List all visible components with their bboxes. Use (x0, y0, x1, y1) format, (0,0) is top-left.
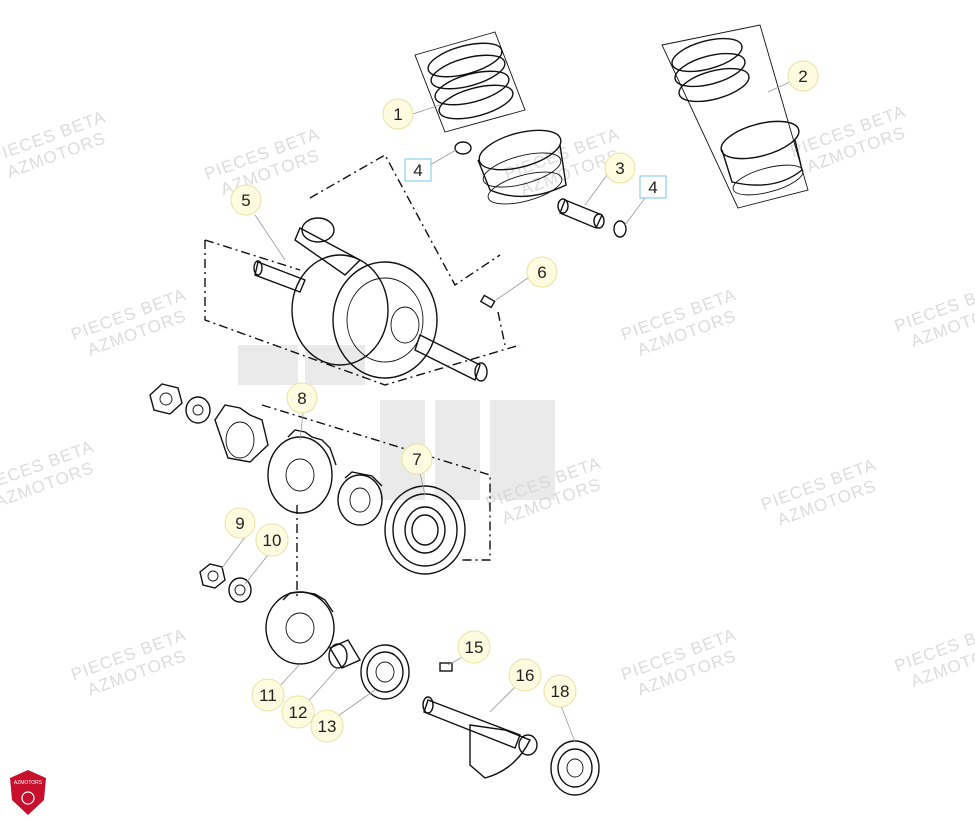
callout-16: 16 (508, 658, 542, 692)
callout-15: 15 (457, 630, 491, 664)
callout-4-left: 4 (404, 158, 432, 182)
nut-9 (199, 563, 226, 589)
nut-and-washer (149, 383, 211, 424)
assembly-lines (204, 154, 521, 600)
callout-18: 18 (543, 674, 577, 708)
callout-13: 13 (310, 709, 344, 743)
callout-1: 1 (382, 98, 414, 130)
svg-text:7: 7 (412, 450, 421, 469)
gear-11 (265, 591, 335, 665)
svg-text:13: 13 (318, 717, 337, 736)
bearing-13 (360, 644, 410, 700)
callout-10: 10 (255, 523, 289, 557)
callout-9: 9 (224, 507, 256, 539)
balancer-shaft-16 (422, 696, 538, 779)
callout-12: 12 (281, 695, 315, 729)
svg-text:16: 16 (516, 666, 535, 685)
svg-text:AZMOTORS: AZMOTORS (14, 780, 43, 786)
piston-rings-set (414, 31, 526, 133)
secondary-gear (337, 471, 383, 526)
washer-10 (228, 577, 252, 603)
svg-text:11: 11 (259, 686, 277, 705)
svg-text:2: 2 (798, 67, 807, 86)
svg-text:9: 9 (235, 514, 244, 533)
callouts: 1 2 3 4 4 5 6 7 8 9 10 11 12 13 15 16 18 (224, 60, 819, 743)
callout-11: 11 (251, 678, 285, 712)
callout-2: 2 (787, 60, 819, 92)
small-drive-gear (214, 404, 269, 463)
key-15 (439, 662, 453, 672)
piston-pin (557, 198, 605, 229)
svg-text:4: 4 (648, 178, 657, 197)
svg-text:8: 8 (297, 389, 306, 408)
callout-4-right: 4 (639, 175, 667, 199)
callout-6: 6 (526, 256, 558, 288)
svg-text:15: 15 (465, 638, 484, 657)
bushing-12 (328, 639, 362, 669)
callout-5: 5 (230, 184, 262, 216)
svg-text:5: 5 (241, 191, 250, 210)
svg-text:12: 12 (289, 703, 308, 722)
woodruff-key (479, 294, 496, 309)
piston-kit (661, 24, 809, 209)
circlip-left (454, 141, 472, 155)
svg-text:18: 18 (551, 682, 570, 701)
crankshaft (253, 217, 488, 382)
svg-text:4: 4 (413, 161, 422, 180)
callout-8: 8 (286, 382, 318, 414)
callout-3: 3 (604, 152, 636, 184)
azmotors-logo: AZMOTORS (10, 770, 46, 815)
bearing-18 (550, 740, 600, 796)
primary-gear (267, 429, 337, 514)
circlip-right (613, 220, 627, 238)
callout-7: 7 (401, 443, 433, 475)
svg-text:1: 1 (393, 105, 402, 124)
svg-text:6: 6 (537, 263, 546, 282)
svg-text:3: 3 (615, 159, 624, 178)
piston (477, 129, 567, 205)
svg-text:10: 10 (263, 531, 282, 550)
large-faint-watermark (238, 345, 555, 500)
